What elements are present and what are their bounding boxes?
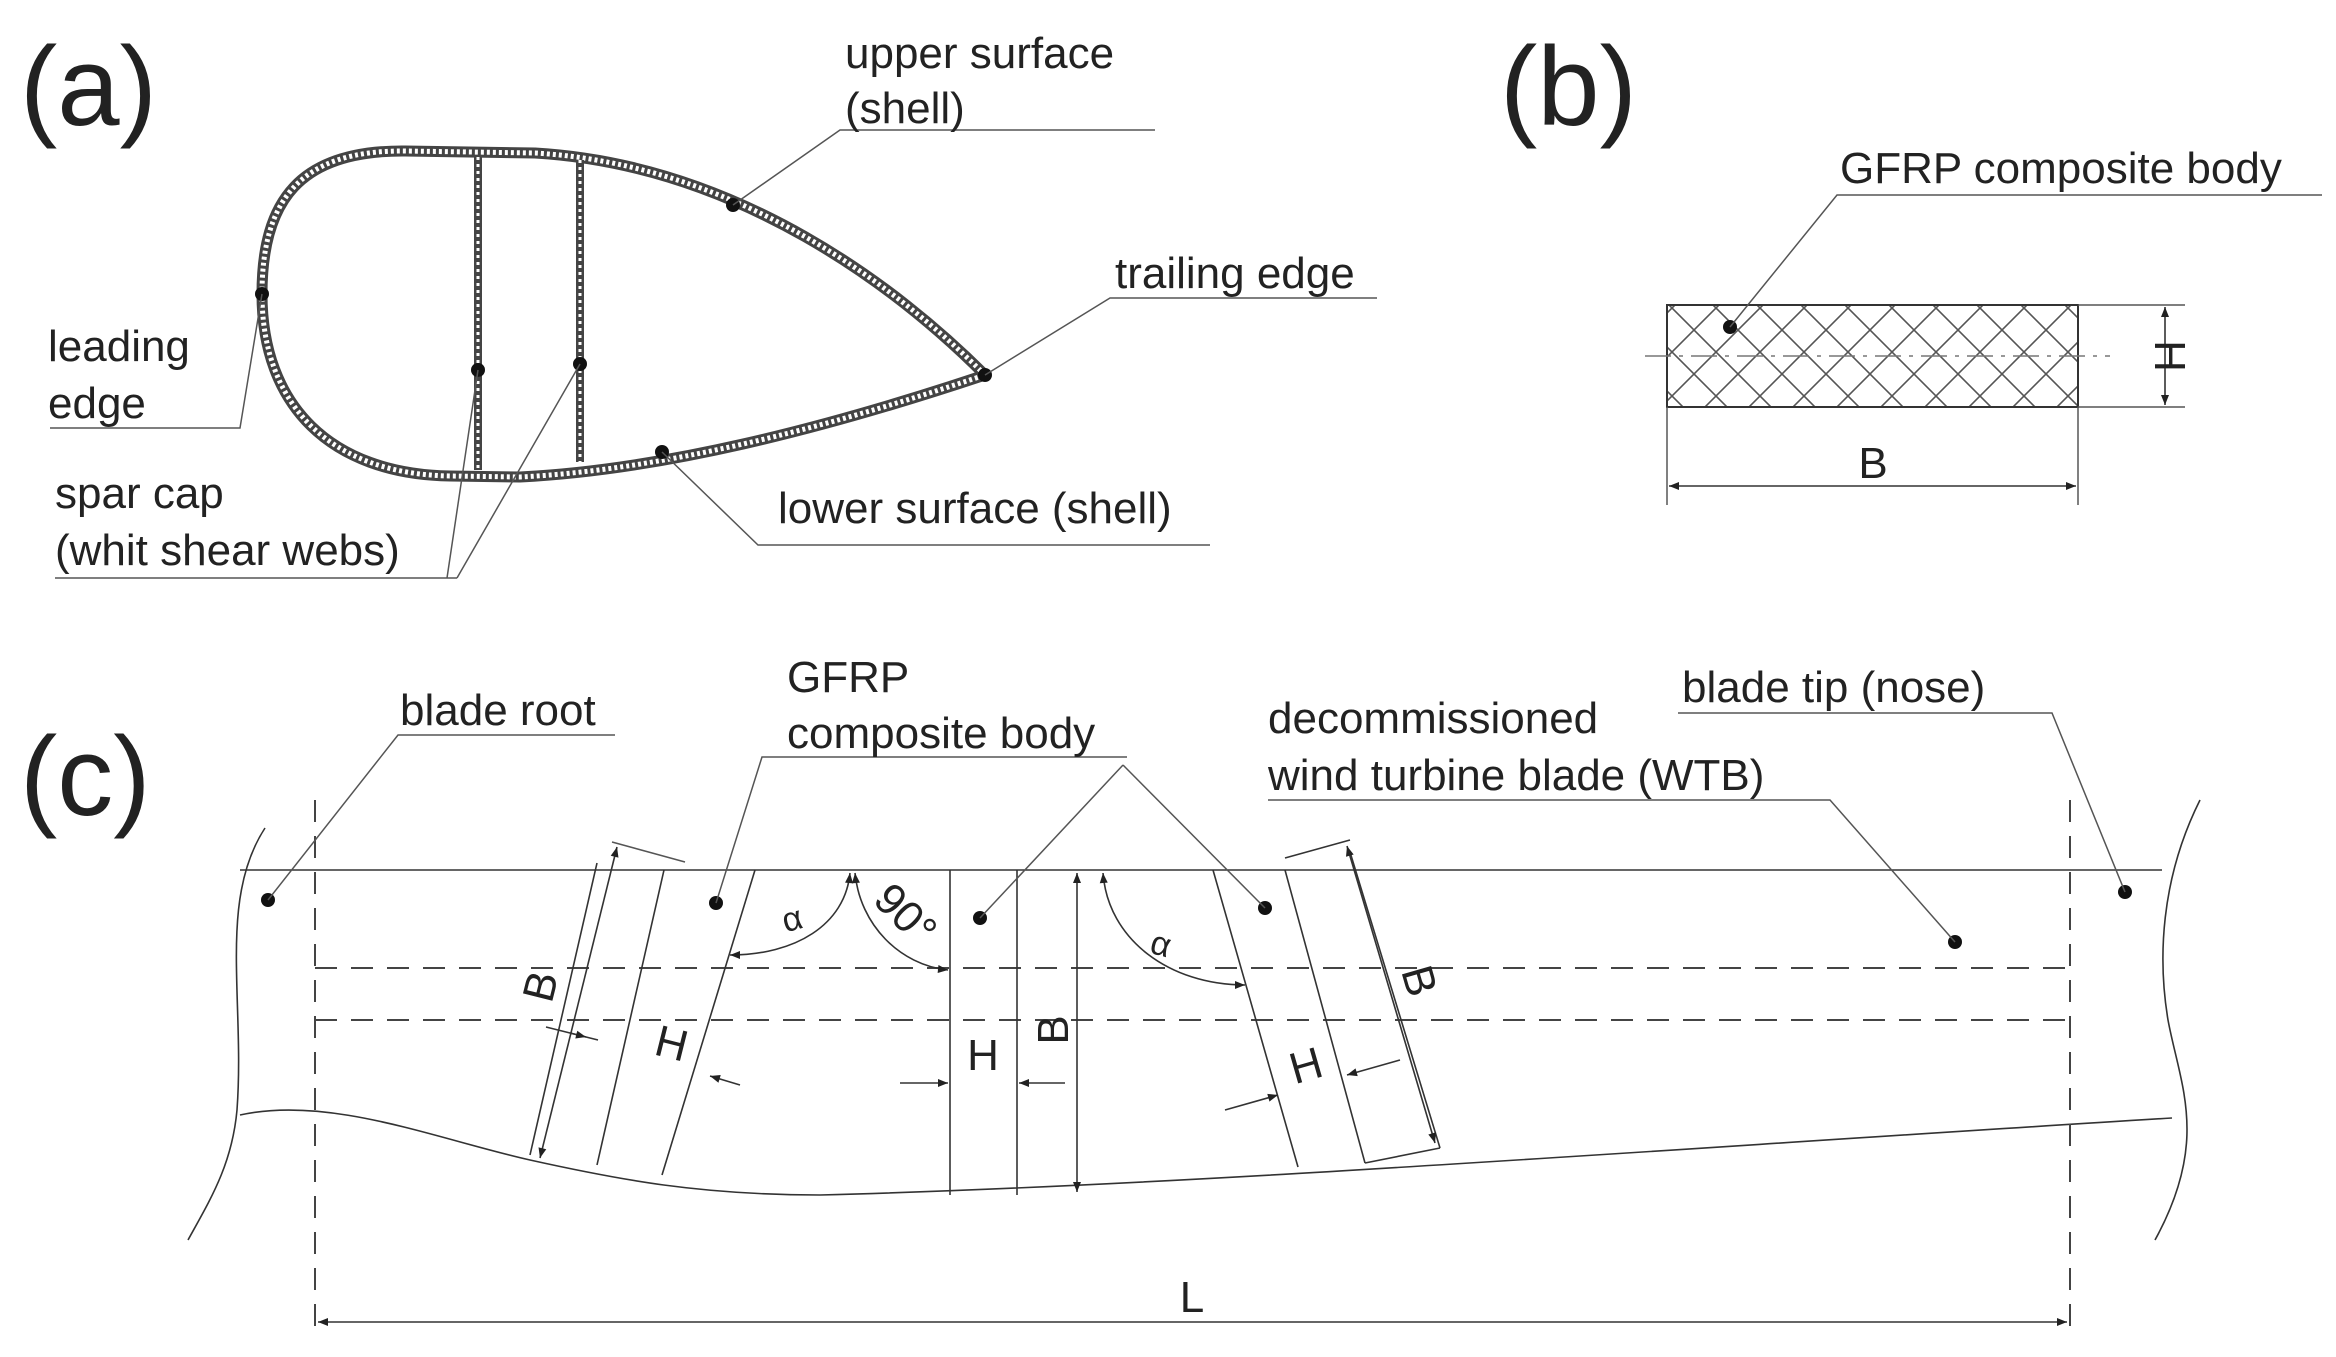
leading-edge-callout: leading edge [48,287,269,429]
gfrp-body-callout: GFRP composite body [1723,144,2322,334]
dimension-height: H [2078,304,2194,408]
upper-surface-label-2: (shell) [845,84,965,133]
length-dim-label: L [1180,1273,1204,1322]
blade-bottom-edge [239,1109,2173,1196]
spar-cap-callout: spar cap (whit shear webs) [55,357,587,579]
specimen-cross-section [1645,304,2110,408]
airfoil-section [256,145,991,483]
root-break-line [187,827,266,1241]
specimen-middle [949,870,1018,1195]
right-h-dim-label: H [1284,1038,1328,1094]
blade-tip-callout: blade tip (nose) [1678,663,2132,899]
upper-surface-callout: upper surface (shell) [726,29,1155,212]
trailing-edge-label: trailing edge [1115,249,1355,298]
leading-edge-label-2: edge [48,379,146,428]
spar-cap-label-2: (whit shear webs) [55,526,400,575]
left-b-dim-label: B [514,966,569,1006]
wtb-label-2: wind turbine blade (WTB) [1267,751,1764,800]
width-dim-label: B [1858,439,1887,488]
mid-b-dim-label: B [1029,1015,1078,1044]
lower-surface-label: lower surface (shell) [778,484,1172,533]
blade-root-label: blade root [400,686,596,735]
mid-h-dimension: H [900,1031,1065,1087]
panel-c-label: (c) [20,714,151,839]
gfrp-body-section [1666,304,2079,408]
trailing-edge-callout: trailing edge [978,249,1377,382]
right-h-dimension: H [1224,1038,1401,1111]
gfrp-body-label-2: composite body [787,709,1095,758]
blade-outline [187,799,2201,1335]
mid-b-dimension: B [1029,873,1081,1192]
left-alpha-angle: α [729,872,854,959]
right-b-dim-label: B [1391,960,1446,1002]
right-alpha-label: α [1146,923,1175,965]
panel-a: (a) upper surface (shell) trailing edge [20,24,1377,579]
lower-surface-callout: lower surface (shell) [655,445,1210,546]
gfrp-body-label-1: GFRP [787,653,909,702]
gfrp-body-callout-c: GFRP composite body [709,653,1272,925]
mid-h-dim-label: H [967,1031,999,1080]
blade-tip-label: blade tip (nose) [1682,663,1985,712]
spar-cap-label-1: spar cap [55,469,224,518]
dimension-width: B [1666,407,2079,505]
gfrp-body-label: GFRP composite body [1840,144,2282,193]
panel-a-label: (a) [20,24,157,149]
wtb-callout: decommissioned wind turbine blade (WTB) [1267,694,1962,949]
left-h-dim-label: H [650,1016,693,1071]
right-angle-mark: 90° [851,872,949,973]
panel-b-label: (b) [1500,24,1637,149]
left-h-dimension: H [545,1016,741,1086]
panel-b: (b) GFRP composite body H B [1500,24,2322,505]
wtb-label-1: decommissioned [1268,694,1598,743]
blade-root-callout: blade root [261,686,615,907]
leading-edge-label-1: leading [48,322,190,371]
height-dim-label: H [2145,340,2194,372]
panel-c: (c) [20,653,2201,1335]
tip-break-line [2154,799,2201,1241]
upper-surface-label-1: upper surface [845,29,1114,78]
length-dimension: L [318,1273,2067,1326]
right-angle-label: 90° [864,874,946,956]
left-alpha-label: α [778,898,807,940]
